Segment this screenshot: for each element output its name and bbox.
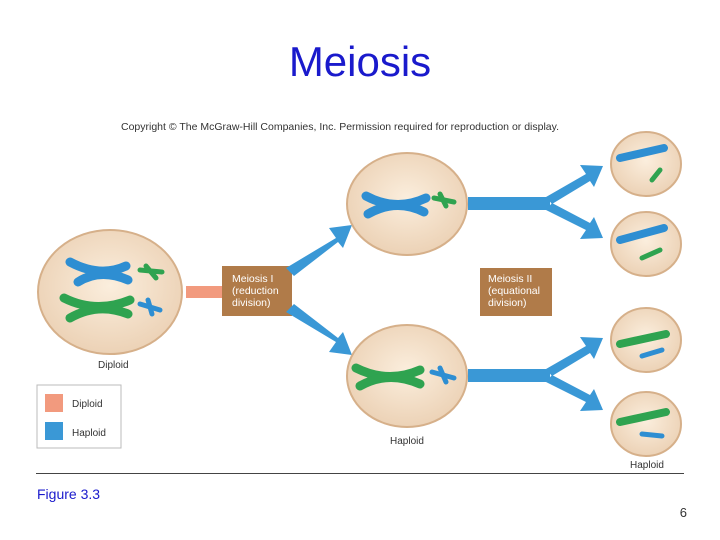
page-number: 6 [679,505,687,520]
meiosis-2-label: Meiosis II (equational division) [488,273,543,309]
meiosis-2-line-3: division) [488,297,527,309]
meiosis-1-line-1: Meiosis I [232,273,273,285]
meiosis-2-box [480,268,552,316]
diploid-stub [186,286,222,298]
legend-diploid-swatch [45,394,63,412]
meiosis-1-line-2: (reduction [232,285,279,297]
meiosis-2-line-1: Meiosis II [488,273,532,285]
meiosis-1-label: Meiosis I (reduction division) [232,273,282,309]
haploid-label-final: Haploid [630,460,664,471]
daughter-cell-2 [610,211,682,277]
legend: Diploid Haploid [36,384,122,449]
meiosis-2-line-2: (equational [488,285,540,297]
meiosis-1-line-3: division) [232,297,271,309]
diploid-cell [37,229,183,355]
meiosis-1-box [222,266,292,316]
daughter-cell-3 [610,307,682,373]
legend-haploid-swatch [45,422,63,440]
figure-caption: Figure 3.3 [37,486,101,502]
slide-title: Meiosis [288,38,432,85]
footer-divider [36,473,684,474]
meiosis-1-arrows [286,225,352,355]
haploid-cell-bottom [346,324,468,428]
diploid-label: Diploid [98,360,129,371]
copyright-notice: Copyright © The McGraw-Hill Companies, I… [121,121,560,133]
daughter-cell-1 [610,131,682,197]
haploid-label: Haploid [390,436,424,447]
legend-diploid-label: Diploid [72,399,103,410]
meiosis-2-arrows [468,165,603,411]
haploid-cell-top [346,152,468,256]
daughter-cell-4 [610,391,682,457]
legend-haploid-label: Haploid [72,428,106,439]
